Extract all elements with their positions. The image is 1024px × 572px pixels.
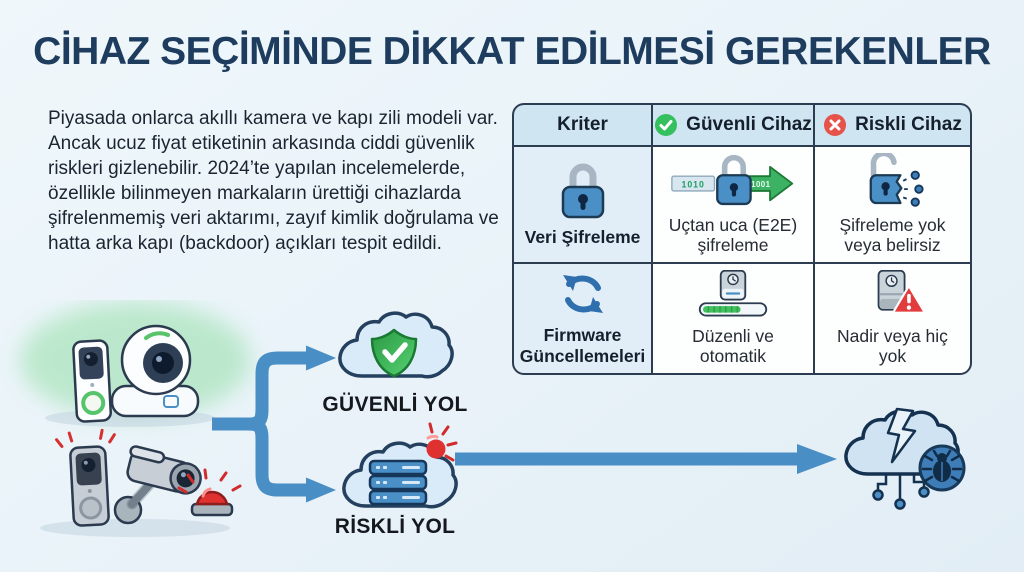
red-alert-sparks <box>55 428 116 448</box>
data-in-text: 1010 <box>682 179 705 189</box>
header-risky-label: Riskli Cihaz <box>855 114 962 135</box>
row2-safe-caption: Düzenli ve otomatik <box>692 325 774 367</box>
cell-row1-criterion: Veri Şifreleme <box>514 147 651 262</box>
safe-camera-illustration <box>110 324 200 418</box>
intro-paragraph: Piyasada onlarca akıllı kamera ve kapı z… <box>48 108 499 255</box>
risky-path-label: RİSKLİ YOL <box>334 515 456 538</box>
cloud-shield-check-icon <box>338 311 454 379</box>
siren-illustration <box>177 468 242 517</box>
flow-diagram <box>20 302 966 537</box>
page-title: CİHAZ SEÇİMİNDE DİKKAT EDİLMESİ GEREKENL… <box>33 30 991 73</box>
safe-path-label: GÜVENLİ YOL <box>322 393 468 416</box>
branch-arrows <box>212 345 336 503</box>
lock-data-flow-icon: 1010 1001 <box>671 154 794 206</box>
row1-safe-caption: Uçtan uca (E2E) şifreleme <box>668 214 798 256</box>
cell-row1-safe: 1010 1001 Uçtan uca (E2E) şifreleme <box>653 147 813 262</box>
cell-row2-safe: Düzenli ve otomatik <box>653 264 813 373</box>
crack <box>886 407 917 464</box>
cell-row2-criterion: Firmware Güncellemeleri <box>514 264 651 373</box>
cell-row2-risky: Nadir veya hiç yok <box>815 264 970 373</box>
table-header-safe: Güvenli Cihaz <box>653 105 813 145</box>
server-stack <box>368 459 428 506</box>
safe-doorbell-illustration <box>72 339 112 423</box>
broken-cloud-bug-icon <box>844 407 966 510</box>
row2-criterion-label: Firmware Güncellemeleri <box>519 324 646 366</box>
refresh-arrows-icon <box>562 274 603 313</box>
risky-bullet-camera-illustration <box>113 445 202 525</box>
siren-rays <box>177 468 242 494</box>
header-criterion-label: Kriter <box>557 114 608 135</box>
check-circle-icon <box>655 114 678 136</box>
device-progress-icon <box>698 270 768 317</box>
header-safe-label: Güvenli Cihaz <box>686 114 812 135</box>
row1-risky-caption: Şifreleme yok veya belirsiz <box>839 214 946 256</box>
row2-risky-caption: Nadir veya hiç yok <box>837 325 948 367</box>
bug-icon <box>918 444 966 492</box>
comparison-table: Kriter Güvenli Cihaz Riskli Cihaz <box>512 103 972 375</box>
padlock-icon <box>561 163 604 219</box>
open-lock-leak-icon <box>869 153 924 207</box>
row1-criterion-label: Veri Şifreleme <box>524 227 641 247</box>
table-header-risky: Riskli Cihaz <box>815 105 970 145</box>
data-out-text: 1001 <box>751 180 771 189</box>
alert-dot <box>426 439 446 459</box>
cell-row1-risky: Şifreleme yok veya belirsiz <box>815 147 970 262</box>
risky-doorbell-illustration <box>55 428 116 527</box>
table-header-criterion: Kriter <box>514 105 651 145</box>
cloud-server-alert-icon <box>342 422 458 509</box>
circuit-lines <box>876 474 926 500</box>
x-circle-icon <box>824 114 847 136</box>
breach-arrow <box>455 444 837 474</box>
device-warning-icon <box>877 270 926 314</box>
